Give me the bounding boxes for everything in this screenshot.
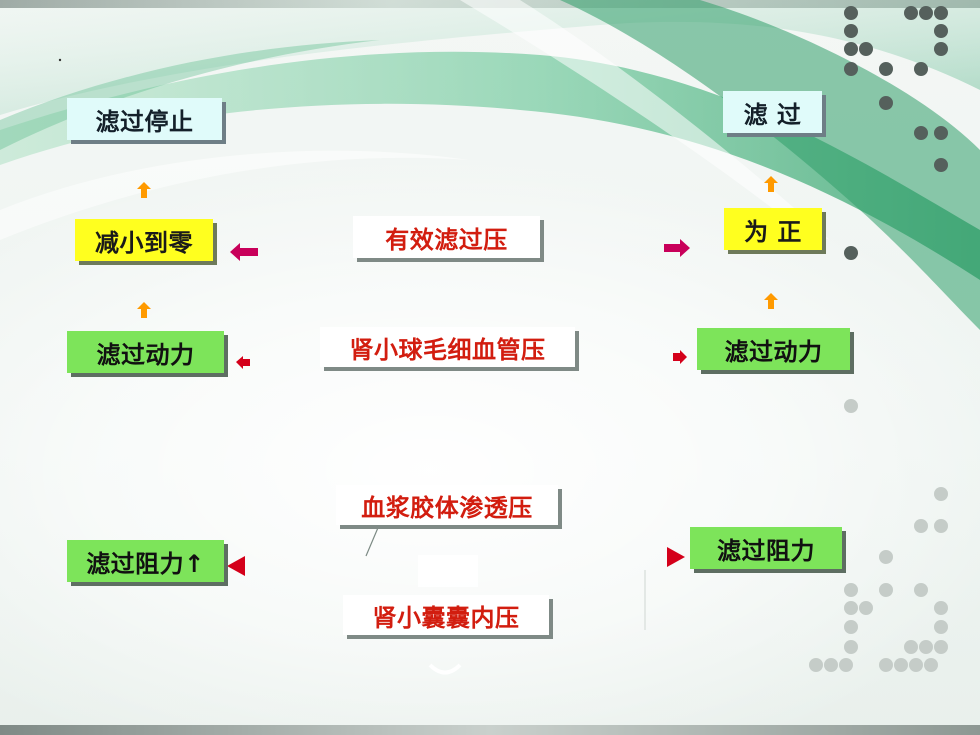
box-filtration: 滤 过 [723, 91, 822, 133]
box-plasma-oncotic-pressure: 血浆胶体渗透压 [336, 485, 558, 525]
box-positive: 为 正 [724, 208, 822, 250]
triangle-right-resistance [667, 547, 685, 567]
arrow-right-main [664, 239, 690, 257]
dot-pattern-bottom [809, 399, 948, 672]
box-filtration-stops: 滤过停止 [67, 98, 222, 140]
box-capsular-pressure: 肾小囊囊内压 [343, 595, 549, 635]
bottom-frame-bar [0, 725, 980, 735]
pointer-line [365, 522, 381, 557]
arrow-up-right-1 [764, 176, 778, 192]
dot-pattern-top [844, 6, 948, 260]
box-decrease-to-zero: 减小到零 [75, 219, 213, 261]
arrow-left-main [230, 243, 258, 261]
box-right-filtration-force: 滤过动力 [697, 328, 850, 370]
box-left-filtration-force: 滤过动力 [67, 331, 224, 373]
arrow-up-right-2 [764, 293, 778, 309]
arrow-left-capillary [236, 356, 250, 369]
box-effective-filtration-pressure: 有效滤过压 [353, 216, 540, 258]
triangle-left-resistance [227, 556, 245, 576]
arrow-right-capillary [673, 350, 687, 364]
arrow-up-left-2 [137, 302, 151, 318]
box-left-filtration-resistance: 滤过阻力↑ [67, 540, 224, 582]
box-glomerular-capillary-pressure: 肾小球毛细血管压 [320, 327, 575, 367]
box-right-filtration-resistance: 滤过阻力 [690, 527, 842, 569]
arrow-up-left-1 [137, 182, 151, 198]
